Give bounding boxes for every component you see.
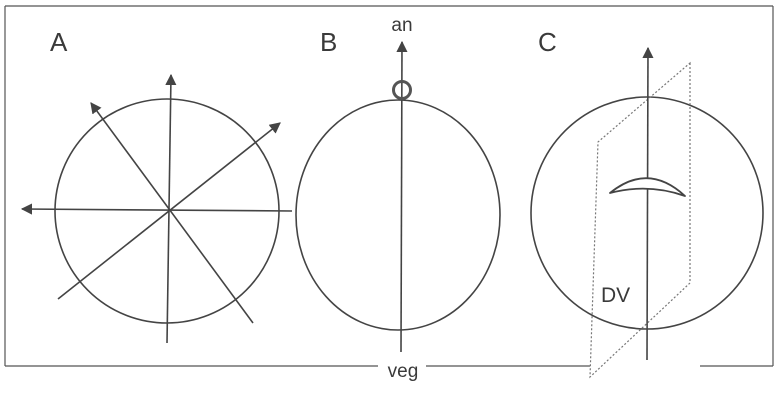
panel-b-top-label: an <box>391 15 412 36</box>
panel-a-horizontal-axis-arrow <box>20 203 293 215</box>
panel-b-polar-body <box>392 80 412 100</box>
panel-a-label: A <box>50 27 68 57</box>
panel-b-animal-vegetal-axis-arrow <box>396 40 408 353</box>
panel-a-diagonal-axis-arrow <box>90 102 254 324</box>
figure-frame <box>4 5 774 367</box>
panel-b: B an veg <box>295 15 501 382</box>
panel-c-crescent-shape <box>609 177 686 197</box>
panel-c-dorsoventral-plane <box>589 61 691 379</box>
panel-a-oblique-axis-arrow <box>57 122 281 300</box>
panel-c-vertical-axis-arrow <box>642 46 654 361</box>
panel-b-sphere <box>295 99 501 331</box>
panel-c-label: C <box>538 27 557 57</box>
panel-c-plane-label: DV <box>601 284 630 307</box>
panel-a: A <box>20 27 293 344</box>
panel-b-bottom-label: veg <box>388 361 419 382</box>
panel-b-label: B <box>320 27 337 57</box>
panel-c: C DV <box>530 27 764 379</box>
